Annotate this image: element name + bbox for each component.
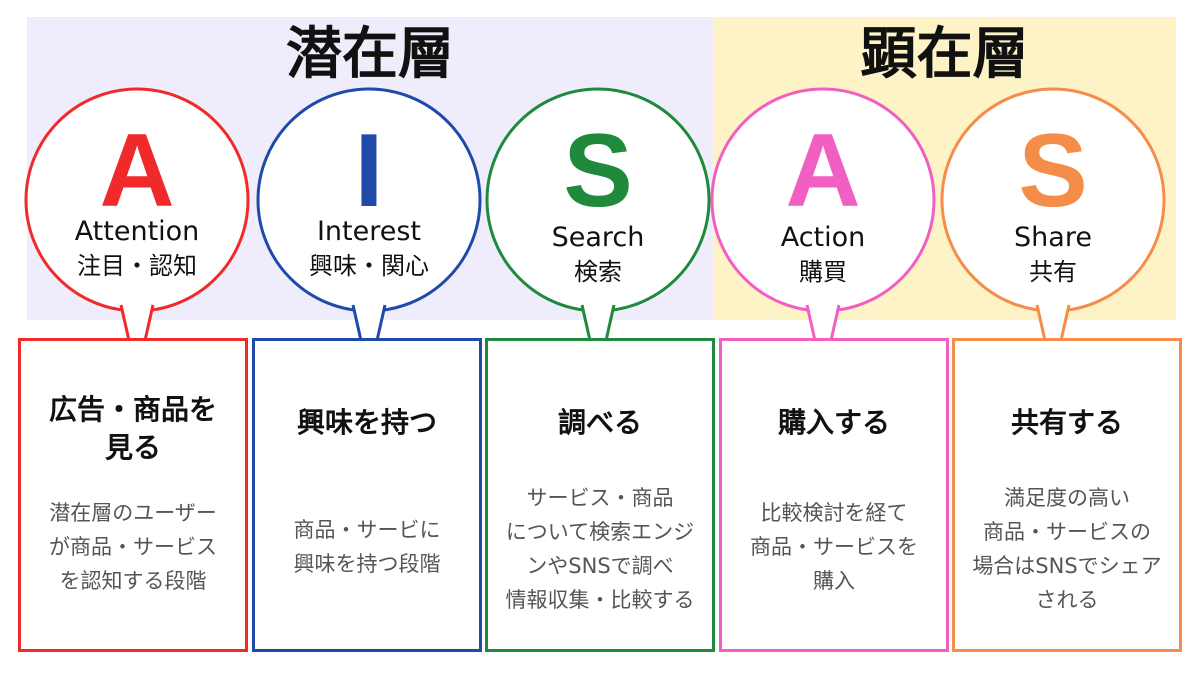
stage-japanese: 購買: [799, 258, 847, 286]
card-description: 潜在層のユーザー が商品・サービス を認知する段階: [49, 501, 217, 593]
card-share: 共有する 満足度の高い 商品・サービスの 場合はSNSでシェア される: [952, 338, 1182, 652]
bubble-tail-fill: [123, 303, 151, 372]
stage-english: Action: [780, 222, 866, 253]
stage-letter: A: [785, 113, 861, 229]
card-title: 興味を持つ: [296, 406, 437, 439]
card-title: 広告・商品を 見る: [48, 393, 217, 464]
stage-japanese: 注目・認知: [77, 252, 197, 280]
stage-english: Attention: [74, 216, 200, 247]
stage-letter: A: [99, 113, 175, 229]
manifest-layer-title: 顕在層: [860, 22, 1029, 87]
card-description: サービス・商品 について検索エンジ ンやSNSで調べ 情報収集・比較する: [505, 486, 695, 612]
bubble-tail-fill: [809, 303, 837, 372]
stage-english: Search: [551, 222, 645, 253]
stage-letter: S: [1018, 113, 1088, 229]
bubble-tail-fill: [355, 303, 383, 372]
stage-japanese: 共有: [1029, 258, 1077, 286]
bubble-tail-fill: [1039, 303, 1067, 372]
bubble-tail-fill: [584, 303, 612, 372]
card-title: 調べる: [557, 406, 642, 439]
card-title: 共有する: [1010, 406, 1123, 439]
card-attention: 広告・商品を 見る 潜在層のユーザー が商品・サービス を認知する段階: [18, 338, 248, 652]
card-action: 購入する 比較検討を経て 商品・サービスを 購入: [719, 338, 949, 652]
card-description: 比較検討を経て 商品・サービスを 購入: [750, 501, 918, 593]
stage-english: Interest: [316, 216, 422, 247]
card-search: 調べる サービス・商品 について検索エンジ ンやSNSで調べ 情報収集・比較する: [485, 338, 715, 652]
stage-english: Share: [1014, 222, 1092, 253]
stage-letter: S: [563, 113, 633, 229]
card-interest: 興味を持つ 商品・サービに 興味を持つ段階: [252, 338, 482, 652]
card-description: 満足度の高い 商品・サービスの 場合はSNSでシェア される: [972, 486, 1162, 612]
card-title: 購入する: [777, 406, 890, 439]
latent-layer-title: 潜在層: [286, 22, 454, 87]
stage-letter: I: [354, 113, 384, 229]
stage-japanese: 検索: [574, 258, 622, 286]
card-description: 商品・サービに 興味を持つ段階: [293, 518, 441, 576]
stage-japanese: 興味・関心: [309, 252, 429, 280]
